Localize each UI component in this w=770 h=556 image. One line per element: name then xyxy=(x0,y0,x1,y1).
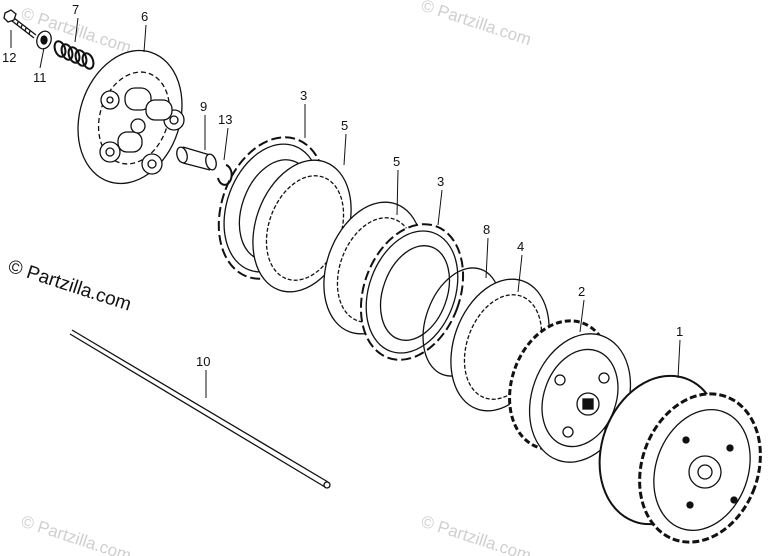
callout-7: 7 xyxy=(72,2,79,17)
callout-5-left: 5 xyxy=(341,118,348,133)
callout-4: 4 xyxy=(517,239,524,254)
bolt-part-12 xyxy=(3,9,37,39)
callout-labels: 7 6 12 11 9 13 3 5 5 3 8 4 2 1 10 xyxy=(2,2,683,369)
callout-1: 1 xyxy=(676,324,683,339)
watermark-bottom-left: © Partzilla.com xyxy=(19,512,134,556)
callout-8: 8 xyxy=(483,222,490,237)
callout-11: 11 xyxy=(33,70,47,85)
watermark-top-right: © Partzilla.com xyxy=(419,0,534,49)
clutch-outer-part-1 xyxy=(598,374,762,544)
leader-lines xyxy=(10,17,681,398)
callout-13: 13 xyxy=(218,112,232,127)
pressure-plate-part-6 xyxy=(77,49,185,185)
watermark-bottom-right: © Partzilla.com xyxy=(419,512,534,556)
washer-part-11 xyxy=(36,30,52,50)
callout-2: 2 xyxy=(578,284,585,299)
callout-5-right: 5 xyxy=(393,154,400,169)
callout-10: 10 xyxy=(196,354,210,369)
callout-3-right: 3 xyxy=(437,174,444,189)
callout-3-left: 3 xyxy=(300,88,307,103)
spring-part-7 xyxy=(53,40,95,70)
lifter-pin-part-9 xyxy=(176,146,217,171)
callout-6: 6 xyxy=(141,9,148,24)
callout-12: 12 xyxy=(2,50,16,65)
friction-disc-part-3-right xyxy=(359,223,465,361)
callout-9: 9 xyxy=(200,99,207,114)
push-rod-part-10 xyxy=(69,329,331,489)
